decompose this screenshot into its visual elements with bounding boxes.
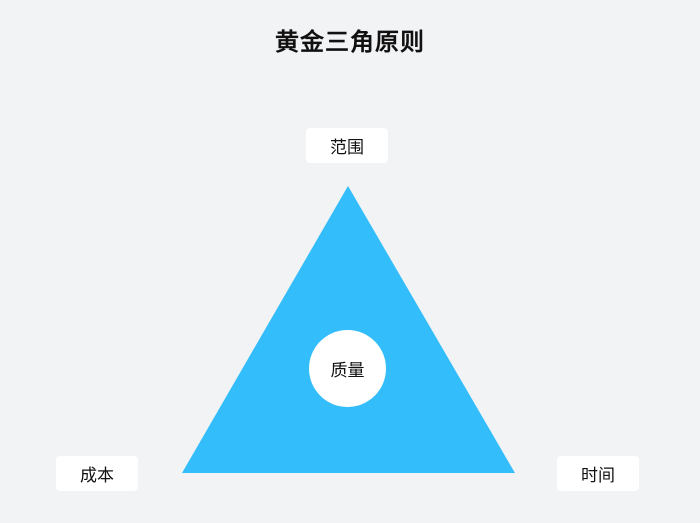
center-quality-circle: 质量 [309, 330, 386, 407]
vertex-label-scope: 范围 [306, 128, 388, 163]
vertex-label-cost-text: 成本 [80, 466, 114, 486]
vertex-label-time: 时间 [557, 456, 639, 491]
center-quality-text: 质量 [330, 361, 365, 381]
vertex-label-scope-text: 范围 [330, 138, 364, 158]
diagram-title: 黄金三角原则 [275, 28, 425, 56]
vertex-label-cost: 成本 [56, 456, 138, 491]
golden-triangle [182, 186, 515, 473]
vertex-label-time-text: 时间 [581, 466, 615, 486]
